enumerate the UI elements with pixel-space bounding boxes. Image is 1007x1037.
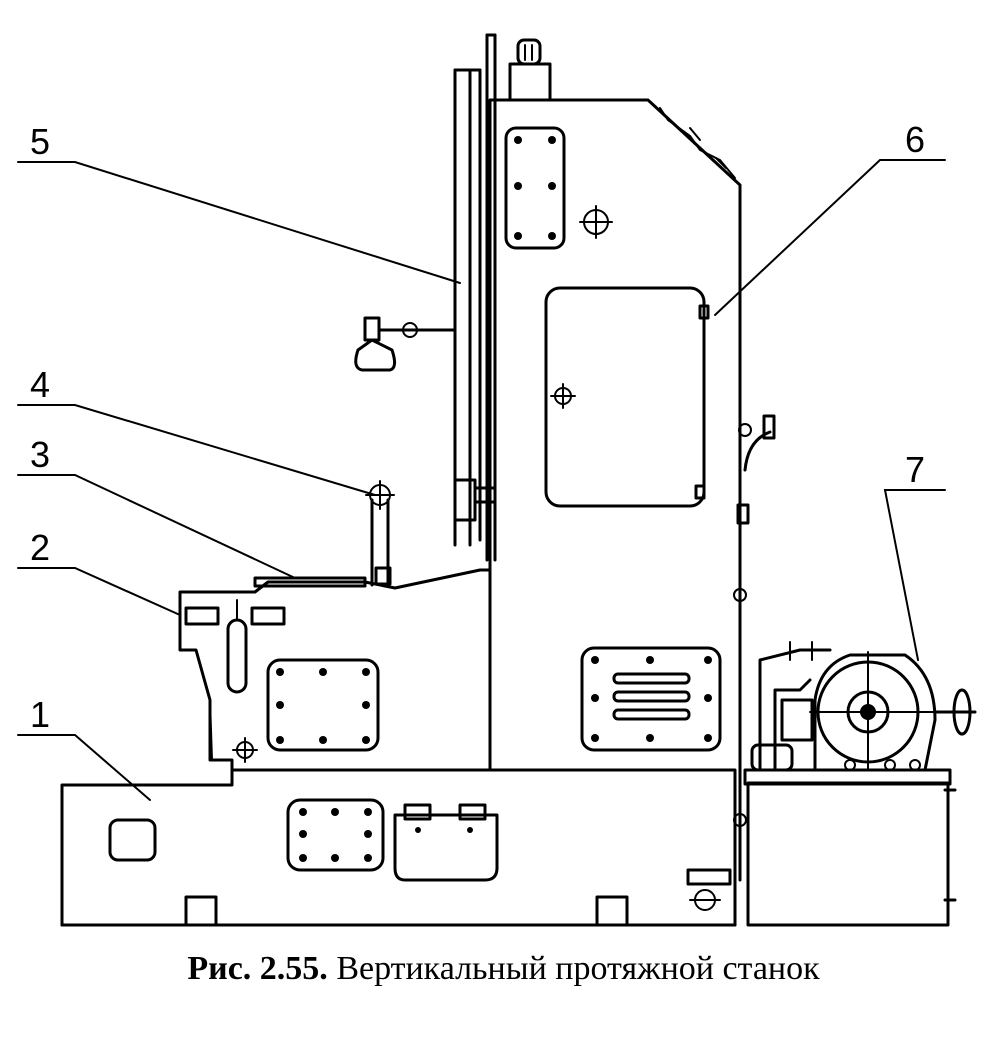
- callout-4: 4: [30, 364, 50, 405]
- caption-number: Рис. 2.55.: [187, 950, 328, 987]
- lamp-icon: [354, 316, 457, 372]
- table-block: [178, 480, 492, 772]
- callout-7: 7: [905, 449, 925, 490]
- figure-caption: Рис. 2.55. Вертикальный протяжной станок: [0, 950, 1007, 988]
- callout-1: 1: [30, 694, 50, 735]
- leader-lines: [17, 159, 946, 801]
- callout-3: 3: [30, 434, 50, 475]
- callout-6: 6: [905, 119, 925, 160]
- caption-text: Вертикальный протяжной станок: [336, 950, 820, 987]
- callout-2: 2: [30, 527, 50, 568]
- main-column: [453, 33, 776, 882]
- base-bed: [60, 768, 737, 927]
- drive-unit: [743, 641, 977, 927]
- callout-5: 5: [30, 121, 50, 162]
